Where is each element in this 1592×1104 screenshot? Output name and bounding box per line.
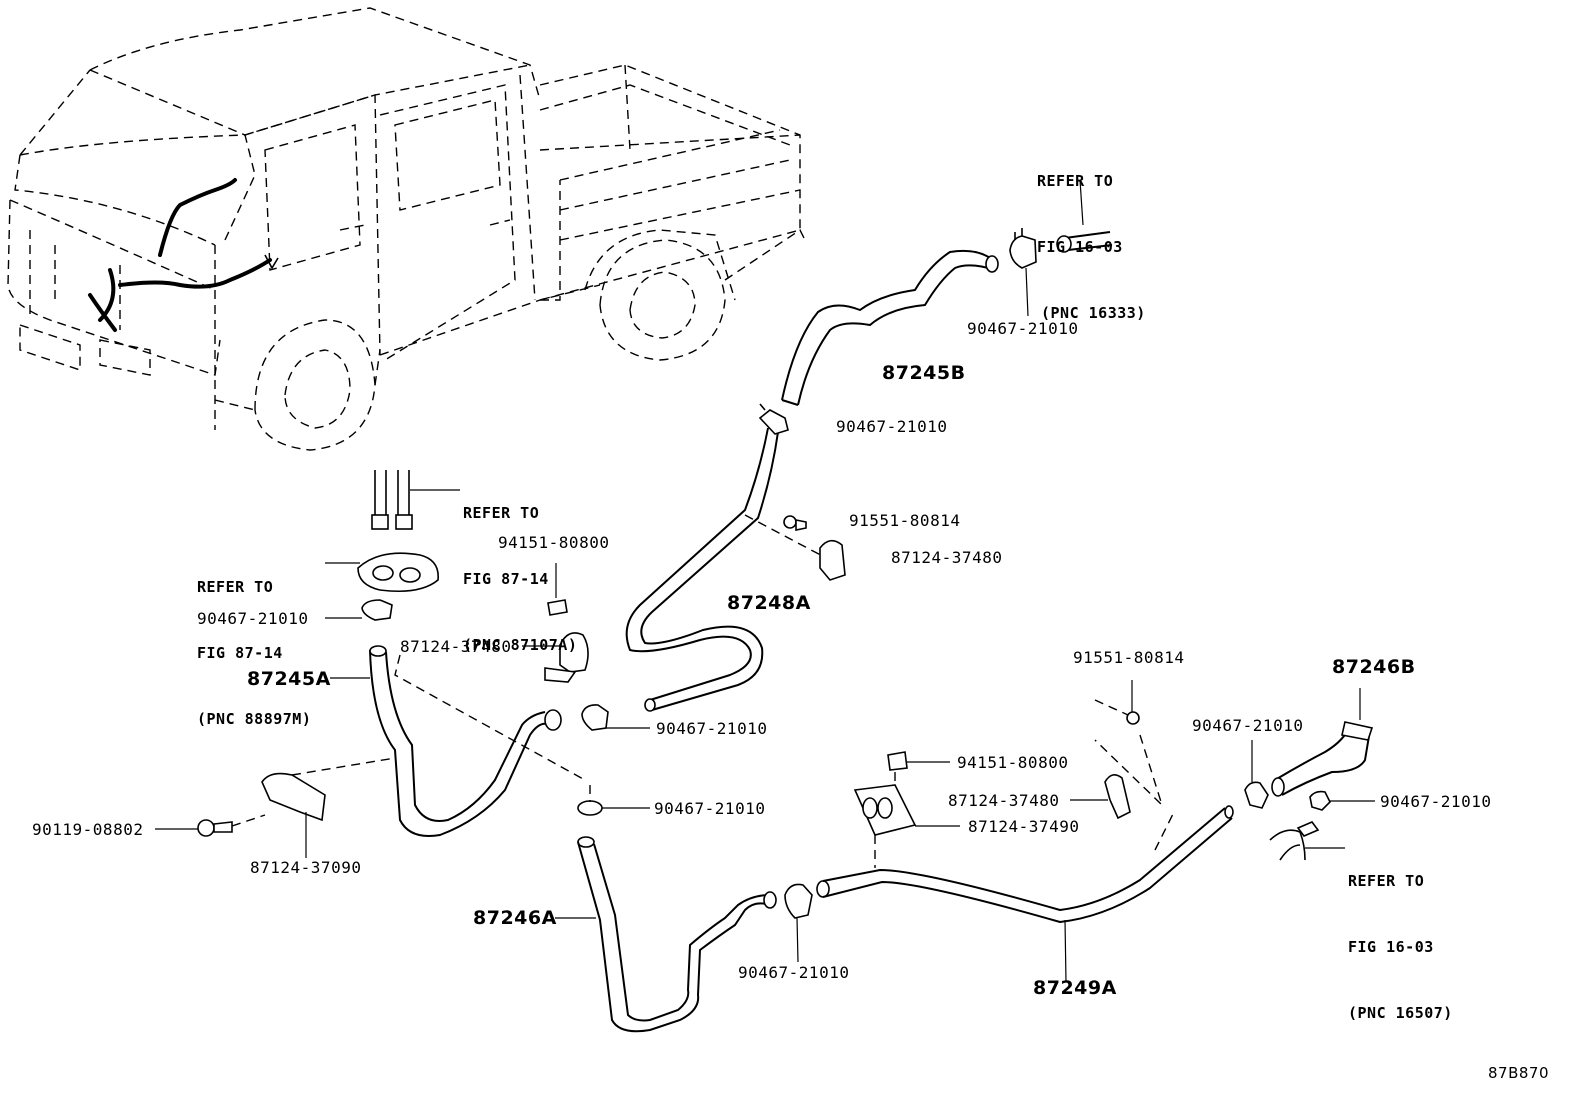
bolt-left-bottom: [155, 814, 266, 837]
refer-87107A-line-2: FIG 87-14: [463, 570, 549, 588]
clamp-bottom-shape: [784, 883, 813, 963]
clamp-mid-245A-shape: [581, 704, 650, 731]
pn-bolt-left-bottom: 90119-08802: [32, 820, 144, 839]
pn-clamp-top-right: 90467-21010: [967, 319, 1079, 338]
pn-clamp-bottom: 90467-21010: [738, 963, 850, 982]
clamp-upper-mid-shape: [758, 403, 789, 435]
diagram-id: 87B870: [1488, 1064, 1550, 1082]
refer-16507-line-2: FIG 16-03: [1348, 938, 1434, 956]
hose-87245B: [781, 249, 999, 406]
nut-bracket-left: [522, 563, 589, 683]
pn-clamp-left-top: 90467-21010: [197, 609, 309, 628]
clamp-left-top-shape: [325, 599, 393, 621]
refer-16507-line-1: REFER TO: [1348, 872, 1425, 890]
refer-16333-line-3: (PNC 16333): [1041, 304, 1146, 322]
refer-88897M-line-3: (PNC 88897M): [197, 710, 312, 728]
pn-nut-right: 94151-80800: [957, 753, 1069, 772]
pn-nut-left: 94151-80800: [498, 533, 610, 552]
refer-88897M-line-1: REFER TO: [197, 578, 274, 596]
valve-88897M: [325, 552, 439, 593]
pn-clamp-mid-245A: 90467-21010: [656, 719, 768, 738]
refer-16333-line-1: REFER TO: [1037, 172, 1114, 190]
refer-note-16333: REFER TO FIG 16-03 (PNC 16333): [1037, 126, 1146, 346]
refer-88897M-line-2: FIG 87-14: [197, 644, 283, 662]
truck-outline: [7, 7, 806, 451]
bracket-37090: [261, 757, 396, 858]
bolt-bracket-upper: [744, 514, 846, 581]
pn-bracket-left-bottom: 87124-37090: [250, 858, 362, 877]
refer-note-88897M: REFER TO FIG 87-14 (PNC 88897M): [197, 532, 311, 752]
label-87245A: 87245A: [247, 668, 331, 690]
pn-bracket-right-490: 87124-37490: [968, 817, 1080, 836]
refer-note-16507: REFER TO FIG 16-03 (PNC 16507): [1348, 826, 1453, 1046]
label-87246B: 87246B: [1332, 656, 1416, 678]
hose-87246B: [1271, 688, 1374, 797]
pn-bolt-upper: 91551-80814: [849, 511, 961, 530]
label-87245B: 87245B: [882, 362, 966, 384]
pn-clamp-87246B-right: 90467-21010: [1380, 792, 1492, 811]
hose-87249A: [816, 805, 1234, 983]
label-87249A: 87249A: [1033, 977, 1117, 999]
refer-16507-part: [1269, 821, 1345, 861]
bolt-right: [1094, 680, 1176, 851]
refer-87107A-line-3: (PNC 87107A): [463, 636, 578, 654]
hose-87245A: [330, 645, 586, 837]
pn-bracket-left: 87124-37480: [400, 637, 512, 656]
refer-16333-line-2: FIG 16-03: [1037, 238, 1123, 256]
refer-16507-line-3: (PNC 16507): [1348, 1004, 1453, 1022]
label-87248A: 87248A: [727, 592, 811, 614]
pipe-top-right: [1056, 179, 1113, 253]
pn-clamp-87246B-top: 90467-21010: [1192, 716, 1304, 735]
hose-87248A: [625, 427, 779, 712]
refer-pipes-left: [371, 470, 460, 530]
refer-87107A-line-1: REFER TO: [463, 504, 540, 522]
label-87246A: 87246A: [473, 907, 557, 929]
pn-bracket-upper: 87124-37480: [891, 548, 1003, 567]
clamp-top-right-shape: [1009, 228, 1037, 317]
hose-87246A: [555, 785, 777, 1033]
pn-bracket-right-480: 87124-37480: [948, 791, 1060, 810]
refer-note-87107A: REFER TO FIG 87-14 (PNC 87107A): [463, 458, 577, 678]
pn-clamp-lower-mid: 90467-21010: [654, 799, 766, 818]
clamps-87246B: [1244, 740, 1375, 811]
pn-clamp-upper-mid: 90467-21010: [836, 417, 948, 436]
nut-bracket-right: [853, 751, 1131, 868]
pn-bolt-right: 91551-80814: [1073, 648, 1185, 667]
